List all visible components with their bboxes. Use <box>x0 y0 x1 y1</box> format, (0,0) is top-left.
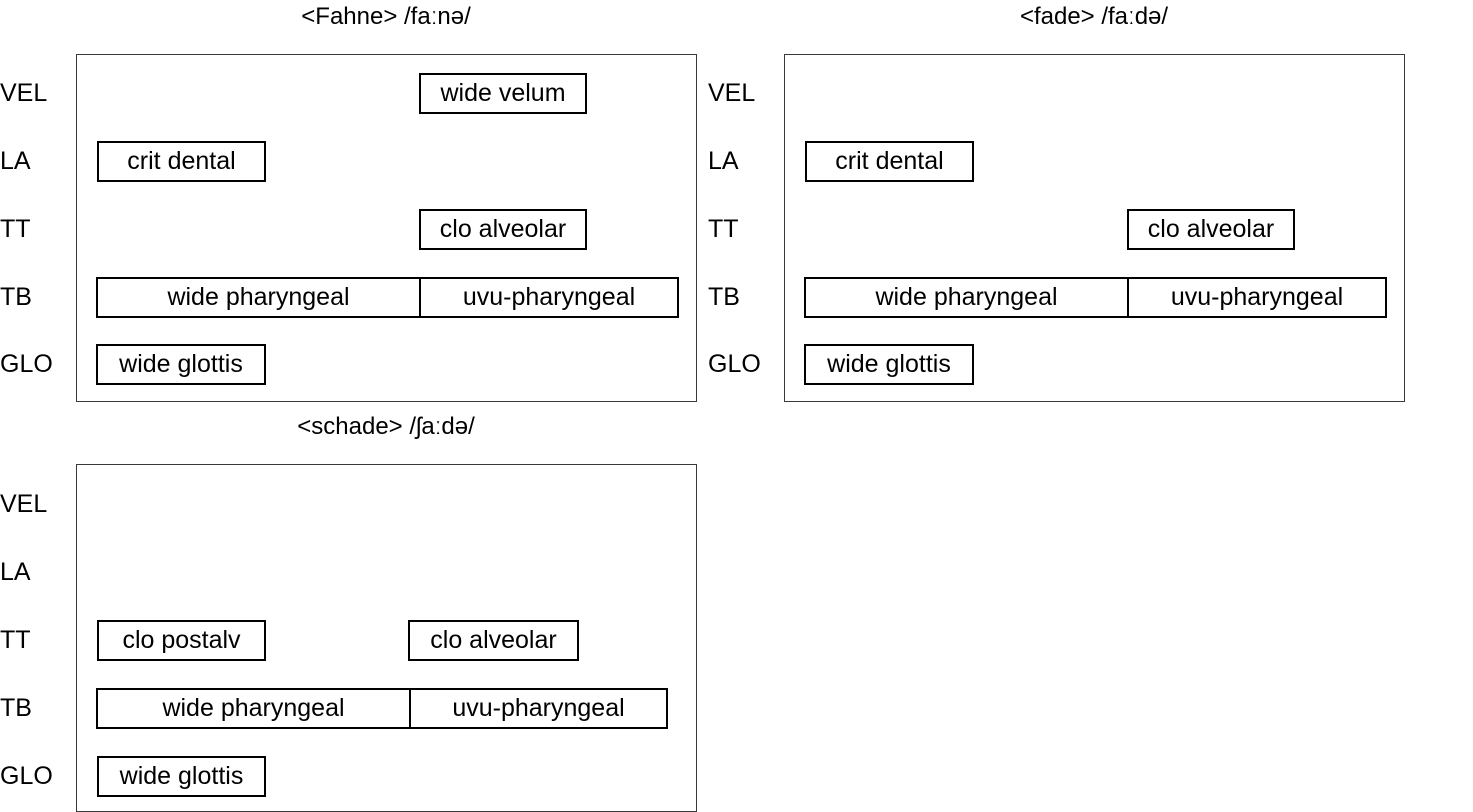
gesture-clo-alveolar: clo alveolar <box>1127 209 1295 250</box>
gesture-wide-pharyngeal: wide pharyngeal <box>804 277 1129 318</box>
gesture-uvu-pharyngeal: uvu-pharyngeal <box>1127 277 1387 318</box>
gesture-wide-glottis: wide glottis <box>96 344 266 385</box>
tier-label-la: LA <box>0 147 31 175</box>
gesture-crit-dental: crit dental <box>97 141 266 182</box>
gesture-wide-velum: wide velum <box>419 73 587 114</box>
tier-label-glo: GLO <box>0 762 53 790</box>
panel-title: <Fahne> /faːnə/ <box>301 3 471 30</box>
gesture-uvu-pharyngeal: uvu-pharyngeal <box>419 277 679 318</box>
gesture-wide-glottis: wide glottis <box>97 756 266 797</box>
tier-label-tb: TB <box>708 283 740 311</box>
score-panel-fahne: <Fahne> /faːnə/ VEL LA TT TB GLO wide ve… <box>0 0 700 405</box>
tier-label-tt: TT <box>0 626 31 654</box>
gesture-clo-alveolar: clo alveolar <box>408 620 579 661</box>
tier-label-vel: VEL <box>0 490 48 518</box>
panel-title: <schade> /ʃaːdə/ <box>297 413 475 440</box>
gesture-wide-glottis: wide glottis <box>804 344 974 385</box>
gesture-wide-pharyngeal: wide pharyngeal <box>96 277 421 318</box>
gesture-crit-dental: crit dental <box>805 141 974 182</box>
tier-label-la: LA <box>0 558 31 586</box>
score-panel-fade: <fade> /faːdə/ VEL LA TT TB GLO crit den… <box>0 0 1473 405</box>
tier-label-tb: TB <box>0 283 32 311</box>
score-panel-schade: <schade> /ʃaːdə/ VEL LA TT TB GLO clo po… <box>0 0 700 812</box>
tier-label-vel: VEL <box>0 79 48 107</box>
tier-label-tt: TT <box>708 215 739 243</box>
gesture-uvu-pharyngeal: uvu-pharyngeal <box>409 688 668 729</box>
tier-label-tt: TT <box>0 215 31 243</box>
gesture-clo-postalv: clo postalv <box>97 620 266 661</box>
tier-label-la: LA <box>708 147 739 175</box>
tier-label-vel: VEL <box>708 79 756 107</box>
panel-title: <fade> /faːdə/ <box>1019 3 1169 30</box>
gesture-clo-alveolar: clo alveolar <box>419 209 587 250</box>
gesture-wide-pharyngeal: wide pharyngeal <box>96 688 411 729</box>
tier-label-tb: TB <box>0 694 32 722</box>
tier-label-glo: GLO <box>0 350 53 378</box>
tier-label-glo: GLO <box>708 350 761 378</box>
